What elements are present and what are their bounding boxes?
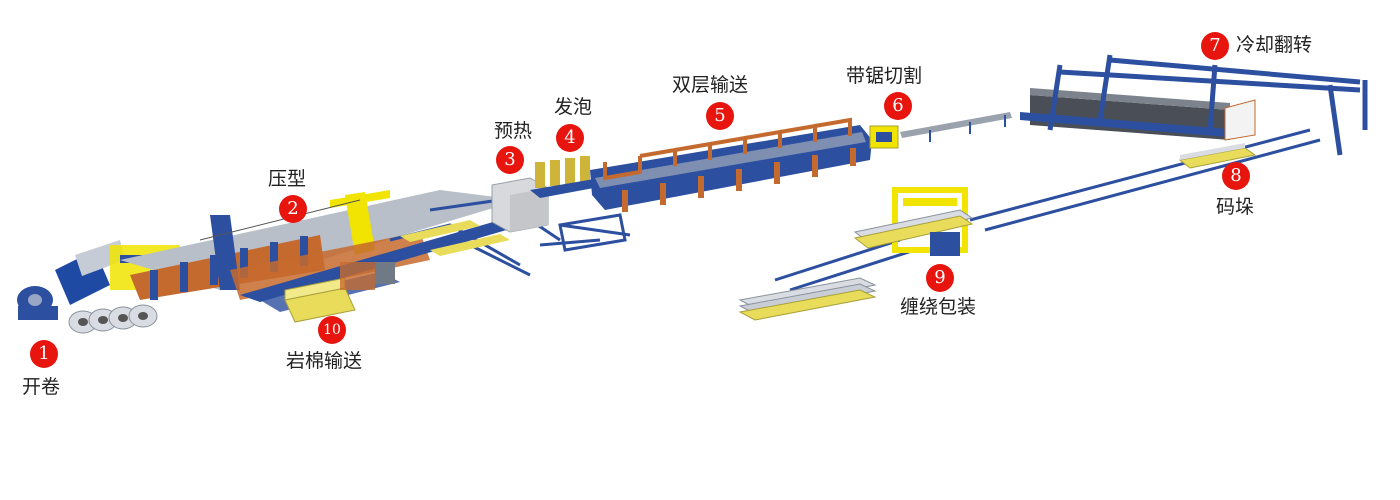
return-conveyor	[774, 128, 1321, 292]
step-5-label: 双层输送	[672, 74, 749, 96]
foaming-machine-icon	[530, 156, 627, 252]
panel-strips	[400, 220, 510, 256]
step-7-number-badge: 7	[1201, 32, 1229, 60]
step-5-number-badge: 5	[706, 102, 734, 130]
step-4-number-badge: 4	[556, 124, 584, 152]
step-8-label: 码垛	[1216, 196, 1255, 218]
stacker-icon	[1178, 143, 1257, 169]
step-6-label: 带锯切割	[846, 65, 923, 87]
step-3-label: 预热	[494, 120, 533, 142]
step-2-number-badge: 2	[279, 195, 307, 223]
step-3-number-badge: 3	[496, 146, 524, 174]
cooling-turnover-icon	[1020, 54, 1368, 156]
step-1-number-badge: 1	[30, 340, 58, 368]
step-10-number-badge: 10	[318, 316, 346, 344]
rock-wool-feeder-icon	[260, 262, 400, 323]
step-9-number-badge: 9	[926, 264, 954, 292]
step-8-number-badge: 8	[1222, 162, 1250, 190]
step-9-label: 缠绕包装	[900, 296, 977, 318]
wrapping-machine-icon	[853, 187, 974, 256]
band-saw-icon	[869, 112, 1012, 149]
step-4-label: 发泡	[554, 96, 593, 118]
double-belt-conveyor-icon	[590, 117, 872, 212]
step-2-label: 压型	[268, 168, 307, 190]
finished-panel-stack	[738, 277, 877, 321]
step-10-label: 岩棉输送	[286, 350, 363, 372]
step-1-label: 开卷	[22, 376, 61, 398]
step-7-label: 冷却翻转	[1236, 34, 1313, 56]
step-6-number-badge: 6	[884, 92, 912, 120]
roll-former-icon	[120, 190, 520, 302]
